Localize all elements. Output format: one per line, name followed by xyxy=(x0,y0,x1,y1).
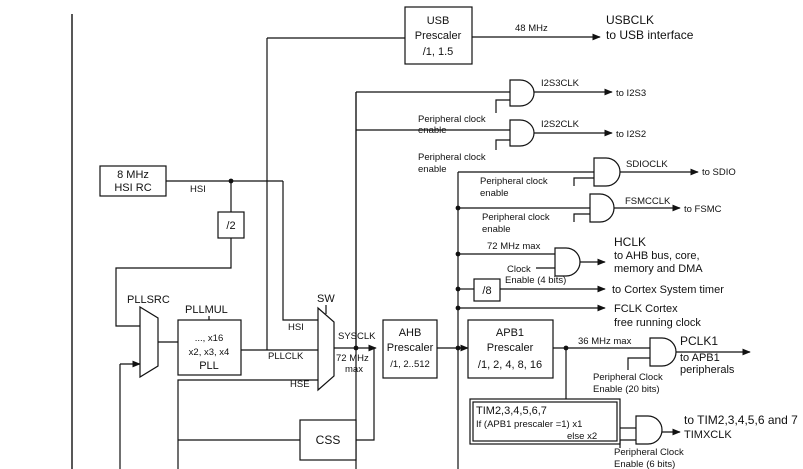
div8-label: /8 xyxy=(482,285,491,297)
ahb-junction-dot-4 xyxy=(455,305,461,311)
apb1-label-2: Prescaler xyxy=(487,342,534,354)
tim-dest-label: to TIM2,3,4,5,6 and 7 xyxy=(684,413,798,427)
tim-enable-label-1: Peripheral Clock xyxy=(614,447,684,458)
fsmc-enable-label-2: enable xyxy=(482,224,511,235)
timxclk-label: TIMXCLK xyxy=(684,429,732,441)
ahb-junction-dot-1 xyxy=(455,205,461,211)
apb1-max-label: 36 MHz max xyxy=(578,336,632,347)
fsmc-enable-label-1: Peripheral clock xyxy=(482,212,550,223)
usb-prescaler-label-2: Prescaler xyxy=(415,30,462,42)
hclk-dest-label-2: memory and DMA xyxy=(614,263,703,275)
hclk-dest-label-1: to AHB bus, core, xyxy=(614,250,700,262)
pclk1-label: PCLK1 xyxy=(680,334,718,348)
pllsrc-label: PLLSRC xyxy=(127,294,170,306)
usbclk-label: USBCLK xyxy=(606,13,654,27)
sysclk-max-label-1: 72 MHz xyxy=(336,353,369,364)
ahb-label-3: /1, 2..512 xyxy=(390,359,430,370)
fsmc-dest-label: to FSMC xyxy=(684,204,722,215)
usb-prescaler-label-1: USB xyxy=(427,15,450,27)
pll-box xyxy=(177,319,242,376)
apb1-enable-label-2: Enable (20 bits) xyxy=(593,384,660,395)
usb-prescaler-box xyxy=(404,6,473,65)
i2s3clk-label: I2S3CLK xyxy=(541,78,580,89)
sdio-enable-label-2: enable xyxy=(480,188,509,199)
ahb-junction-dot-3 xyxy=(455,286,461,292)
hclk-clock-label: Clock xyxy=(507,264,531,275)
pll-label-3: PLL xyxy=(199,360,219,372)
tim-label-2: If (APB1 prescaler =1) x1 xyxy=(476,419,582,430)
hsi-junction-dot xyxy=(228,178,234,184)
usb-destination-label: to USB interface xyxy=(606,28,694,42)
sdioclk-label: SDIOCLK xyxy=(626,159,668,170)
css-box xyxy=(299,419,357,461)
sysclk-junction-dot xyxy=(353,345,359,351)
i2s2-dest-label: to I2S2 xyxy=(616,129,646,140)
hsi-rc-box xyxy=(99,165,167,197)
i2s2-and-gate xyxy=(509,119,535,147)
div2-box xyxy=(217,211,245,239)
hclk-max-label: 72 MHz max xyxy=(487,241,541,252)
sw-label: SW xyxy=(317,293,335,305)
sysclk-label: SYSCLK xyxy=(338,331,376,342)
i2s2-enable-label-2: enable xyxy=(418,164,447,175)
apb1-dest-label-1: to APB1 xyxy=(680,352,720,364)
sysclk-max-label-2: max xyxy=(345,364,363,375)
pclk1-and-gate xyxy=(649,337,677,367)
tim-inner-box xyxy=(472,401,618,442)
apb1-junction-dot xyxy=(563,345,569,351)
pll-label-1: ..., x16 xyxy=(195,333,224,344)
ahb-junction-dot-2 xyxy=(455,251,461,257)
tim-multiplier-box xyxy=(469,398,621,445)
ahb-junction-dot-5 xyxy=(455,345,461,351)
ahb-label-1: AHB xyxy=(399,327,422,339)
fclk-label-2: free running clock xyxy=(614,317,701,329)
div8-box xyxy=(473,278,501,302)
i2s3-enable-label-1: Peripheral clock xyxy=(418,114,486,125)
div2-label: /2 xyxy=(226,220,235,232)
tim-enable-label-2: Enable (6 bits) xyxy=(614,459,675,469)
usb-prescaler-label-3: /1, 1.5 xyxy=(423,46,454,58)
hclk-enable-label: Enable (4 bits) xyxy=(505,275,566,286)
apb1-label-3: /1, 2, 4, 8, 16 xyxy=(478,359,542,371)
timxclk-and-gate xyxy=(635,415,663,445)
sw-hsi-label: HSI xyxy=(288,322,304,333)
hsi-line-label: HSI xyxy=(190,184,206,195)
pll-label-2: x2, x3, x4 xyxy=(189,347,230,358)
ahb-prescaler-box xyxy=(382,319,438,379)
tim-label-1: TIM2,3,4,5,6,7 xyxy=(476,405,547,417)
apb1-label-1: APB1 xyxy=(496,327,524,339)
i2s3-and-gate xyxy=(509,79,535,107)
i2s2-enable-label-1: Peripheral clock xyxy=(418,152,486,163)
fsmc-and-gate xyxy=(589,193,615,223)
fsmcclk-label: FSMCCLK xyxy=(625,196,671,207)
i2s3-enable-label-2: enable xyxy=(418,125,447,136)
cortex-timer-label: to Cortex System timer xyxy=(612,284,724,296)
sdio-dest-label: to SDIO xyxy=(702,167,736,178)
i2s3-dest-label: to I2S3 xyxy=(616,88,646,99)
css-label: CSS xyxy=(316,433,341,447)
ahb-label-2: Prescaler xyxy=(387,342,434,354)
apb1-prescaler-box xyxy=(467,319,554,379)
pllmul-label: PLLMUL xyxy=(185,304,228,316)
sdio-and-gate xyxy=(593,157,621,187)
hclk-and-gate xyxy=(554,247,581,277)
sw-mux xyxy=(317,306,335,392)
hsi-rc-label-2: HSI RC xyxy=(114,182,151,194)
tim-label-3: else x2 xyxy=(567,431,597,442)
pllsrc-mux xyxy=(139,305,159,379)
pllclk-label: PLLCLK xyxy=(268,351,304,362)
wires xyxy=(115,33,751,469)
apb1-enable-label-1: Peripheral Clock xyxy=(593,372,663,383)
apb1-dest-label-2: peripherals xyxy=(680,364,735,376)
hclk-label: HCLK xyxy=(614,235,646,249)
fclk-label-1: FCLK Cortex xyxy=(614,303,678,315)
usb-freq-label: 48 MHz xyxy=(515,23,548,34)
i2s2clk-label: I2S2CLK xyxy=(541,119,580,130)
sdio-enable-label-1: Peripheral clock xyxy=(480,176,548,187)
hsi-rc-label-1: 8 MHz xyxy=(117,169,149,181)
hse-label: HSE xyxy=(290,379,310,390)
